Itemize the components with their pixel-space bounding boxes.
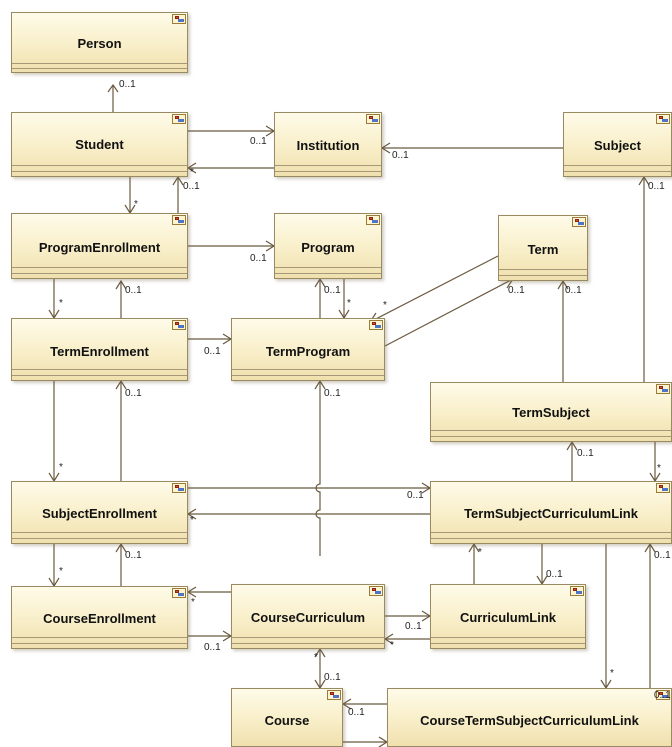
multiplicity-label: 0..1 bbox=[508, 285, 525, 296]
multiplicity-label: 0..1 bbox=[125, 550, 142, 561]
class-icon bbox=[172, 14, 186, 24]
assoc-term-termprogram bbox=[369, 255, 499, 323]
class-termenrollment[interactable]: TermEnrollment bbox=[11, 318, 188, 381]
arrowhead bbox=[107, 83, 119, 93]
class-icon bbox=[172, 588, 186, 598]
class-name: SubjectEnrollment bbox=[42, 506, 157, 521]
class-program[interactable]: Program bbox=[274, 213, 382, 279]
multiplicity-label: * bbox=[657, 463, 661, 474]
class-icon bbox=[172, 114, 186, 124]
multiplicity-label: * bbox=[59, 462, 63, 473]
multiplicity-label: 0..1 bbox=[204, 346, 221, 357]
multiplicity-label: * bbox=[191, 597, 195, 608]
class-coursecurriculum[interactable]: CourseCurriculum bbox=[231, 584, 385, 649]
multiplicity-label: 0..1 bbox=[654, 550, 671, 561]
class-name: TermSubject bbox=[512, 405, 590, 420]
multiplicity-label: 0..1 bbox=[565, 285, 582, 296]
multiplicity-label: 0..1 bbox=[183, 181, 200, 192]
multiplicity-label: 0..1 bbox=[654, 690, 671, 701]
class-icon bbox=[656, 384, 670, 394]
multiplicity-label: 0..1 bbox=[324, 285, 341, 296]
class-coursetermsubjectcurriculumlink[interactable]: CourseTermSubjectCurriculumLink bbox=[387, 688, 672, 747]
multiplicity-label: 0..1 bbox=[324, 672, 341, 683]
class-name: Person bbox=[77, 36, 122, 51]
class-icon bbox=[327, 690, 341, 700]
multiplicity-label: 0..1 bbox=[405, 621, 422, 632]
class-curriculumlink[interactable]: CurriculumLink bbox=[430, 584, 586, 649]
class-termsubjectcurriculumlink[interactable]: TermSubjectCurriculumLink bbox=[430, 481, 672, 544]
class-course[interactable]: Course bbox=[231, 688, 343, 747]
multiplicity-label: * bbox=[59, 566, 63, 577]
multiplicity-label: * bbox=[347, 298, 351, 309]
multiplicity-label: 0..1 bbox=[125, 388, 142, 399]
multiplicity-label: * bbox=[610, 668, 614, 679]
multiplicity-label: 0..1 bbox=[577, 448, 594, 459]
class-termsubject[interactable]: TermSubject bbox=[430, 382, 672, 442]
class-icon bbox=[172, 483, 186, 493]
multiplicity-label: 0..1 bbox=[546, 569, 563, 580]
class-name: TermProgram bbox=[265, 344, 351, 359]
class-name: Subject bbox=[594, 138, 641, 153]
class-subject[interactable]: Subject bbox=[563, 112, 672, 177]
class-institution[interactable]: Institution bbox=[274, 112, 382, 177]
assoc-termprogram-term bbox=[384, 278, 514, 347]
multiplicity-label: 0..1 bbox=[125, 285, 142, 296]
assoc-coursecurriculum-termprogram bbox=[315, 381, 321, 556]
multiplicity-label: 0..1 bbox=[407, 490, 424, 501]
class-icon bbox=[366, 215, 380, 225]
multiplicity-label: * bbox=[314, 652, 318, 663]
class-name: Term bbox=[527, 242, 559, 257]
class-name: Program bbox=[301, 240, 355, 255]
multiplicity-label: 0..1 bbox=[250, 136, 267, 147]
class-student[interactable]: Student bbox=[11, 112, 188, 177]
class-name: Institution bbox=[296, 138, 360, 153]
multiplicity-label: * bbox=[383, 300, 387, 311]
class-person[interactable]: Person bbox=[11, 12, 188, 73]
class-icon bbox=[572, 217, 586, 227]
class-icon bbox=[656, 690, 670, 700]
class-name: Course bbox=[264, 713, 310, 728]
multiplicity-label: 0..1 bbox=[392, 150, 409, 161]
class-icon bbox=[656, 114, 670, 124]
multiplicity-label: * bbox=[390, 640, 394, 651]
multiplicity-label: * bbox=[190, 515, 194, 526]
class-icon bbox=[656, 483, 670, 493]
multiplicity-label: 0..1 bbox=[119, 79, 136, 90]
class-term[interactable]: Term bbox=[498, 215, 588, 281]
class-icon bbox=[366, 114, 380, 124]
class-name: ProgramEnrollment bbox=[38, 240, 161, 255]
class-name: CourseTermSubjectCurriculumLink bbox=[420, 713, 639, 728]
multiplicity-label: * bbox=[190, 167, 194, 178]
class-name: CurriculumLink bbox=[459, 610, 557, 625]
multiplicity-label: 0..1 bbox=[348, 707, 365, 718]
class-name: CourseEnrollment bbox=[43, 611, 156, 626]
class-termprogram[interactable]: TermProgram bbox=[231, 318, 385, 381]
class-icon bbox=[570, 586, 584, 596]
class-name: CourseCurriculum bbox=[250, 610, 366, 625]
multiplicity-label: 0..1 bbox=[324, 388, 341, 399]
multiplicity-label: * bbox=[478, 547, 482, 558]
class-subjectenrollment[interactable]: SubjectEnrollment bbox=[11, 481, 188, 544]
class-icon bbox=[172, 320, 186, 330]
multiplicity-label: * bbox=[59, 298, 63, 309]
class-name: TermSubjectCurriculumLink bbox=[464, 506, 638, 521]
multiplicity-label: 0..1 bbox=[648, 181, 665, 192]
multiplicity-label: * bbox=[134, 199, 138, 210]
class-icon bbox=[369, 586, 383, 596]
class-icon bbox=[369, 320, 383, 330]
multiplicity-label: 0..1 bbox=[204, 642, 221, 653]
class-icon bbox=[172, 215, 186, 225]
class-name: Student bbox=[75, 137, 124, 152]
class-courseenrollment[interactable]: CourseEnrollment bbox=[11, 586, 188, 649]
multiplicity-label: 0..1 bbox=[250, 253, 267, 264]
class-name: TermEnrollment bbox=[50, 344, 149, 359]
class-programenrollment[interactable]: ProgramEnrollment bbox=[11, 213, 188, 279]
